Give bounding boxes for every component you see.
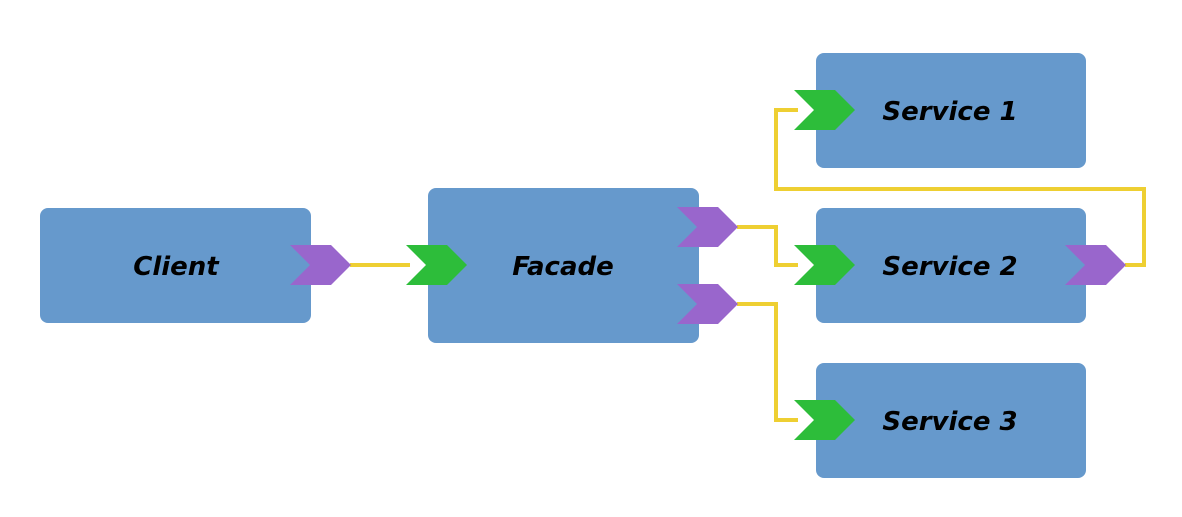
facade-label: Facade xyxy=(512,252,614,282)
facade-output-port-2-arrow-icon[interactable] xyxy=(677,284,738,324)
edge-service2-to-service1 xyxy=(774,108,1146,267)
service-2-box[interactable] xyxy=(816,208,1086,323)
service-2-output-port-arrow-icon[interactable] xyxy=(1065,245,1126,285)
service-3-box[interactable] xyxy=(816,363,1086,478)
client-label: Client xyxy=(133,252,220,282)
node-client[interactable]: Client xyxy=(40,208,311,323)
service-1-box[interactable] xyxy=(816,53,1086,168)
node-service-1[interactable]: Service 1 xyxy=(816,53,1086,168)
node-service-3[interactable]: Service 3 xyxy=(816,363,1086,478)
client-output-port-arrow-icon[interactable] xyxy=(290,245,351,285)
connectors xyxy=(350,108,1146,422)
ports xyxy=(290,90,1126,440)
service-2-label: Service 2 xyxy=(882,252,1017,282)
service-1-label: Service 1 xyxy=(882,97,1017,127)
facade-box[interactable] xyxy=(428,188,699,343)
facade-output-port-1-arrow-icon[interactable] xyxy=(677,207,738,247)
facade-input-port-arrow-icon[interactable] xyxy=(406,245,467,285)
node-service-2[interactable]: Service 2 xyxy=(816,208,1086,323)
edge-facade-to-service3 xyxy=(737,302,798,422)
service-2-input-port-arrow-icon[interactable] xyxy=(794,245,855,285)
node-facade[interactable]: Facade xyxy=(428,188,699,343)
service-3-input-port-arrow-icon[interactable] xyxy=(794,400,855,440)
service-3-label: Service 3 xyxy=(882,407,1017,437)
client-box[interactable] xyxy=(40,208,311,323)
service-1-input-port-arrow-icon[interactable] xyxy=(794,90,855,130)
edge-facade-to-service2 xyxy=(737,225,798,267)
